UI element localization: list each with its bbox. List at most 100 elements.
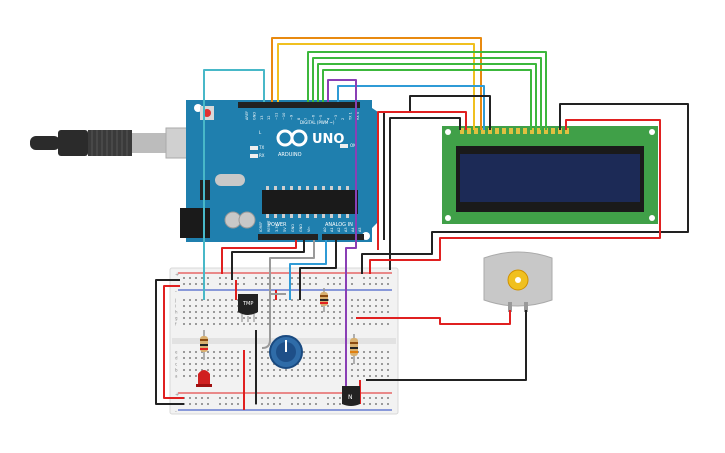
breadboard-hole[interactable] — [231, 403, 233, 405]
breadboard-hole[interactable] — [333, 283, 335, 285]
breadboard-hole[interactable] — [207, 397, 209, 399]
breadboard-hole[interactable] — [303, 311, 305, 313]
breadboard-hole[interactable] — [363, 351, 365, 353]
breadboard-hole[interactable] — [213, 375, 215, 377]
breadboard-hole[interactable] — [297, 323, 299, 325]
breadboard-hole[interactable] — [315, 375, 317, 377]
breadboard-hole[interactable] — [225, 317, 227, 319]
breadboard-hole[interactable] — [189, 311, 191, 313]
breadboard-hole[interactable] — [309, 351, 311, 353]
breadboard-hole[interactable] — [327, 277, 329, 279]
breadboard-hole[interactable] — [273, 397, 275, 399]
breadboard-hole[interactable] — [225, 357, 227, 359]
wire-green-4[interactable] — [322, 69, 532, 130]
breadboard-hole[interactable] — [267, 369, 269, 371]
breadboard-hole[interactable] — [303, 351, 305, 353]
breadboard-hole[interactable] — [321, 375, 323, 377]
breadboard-hole[interactable] — [387, 357, 389, 359]
breadboard-hole[interactable] — [225, 299, 227, 301]
breadboard-hole[interactable] — [357, 299, 359, 301]
breadboard-hole[interactable] — [219, 351, 221, 353]
lcd-display[interactable] — [442, 126, 658, 224]
breadboard-hole[interactable] — [201, 369, 203, 371]
breadboard-hole[interactable] — [207, 277, 209, 279]
breadboard-hole[interactable] — [333, 351, 335, 353]
breadboard-hole[interactable] — [207, 403, 209, 405]
breadboard-hole[interactable] — [207, 363, 209, 365]
breadboard-hole[interactable] — [309, 403, 311, 405]
wire-gray[interactable] — [261, 240, 315, 349]
breadboard-hole[interactable] — [369, 283, 371, 285]
breadboard-hole[interactable] — [219, 403, 221, 405]
breadboard-hole[interactable] — [321, 351, 323, 353]
breadboard-hole[interactable] — [333, 397, 335, 399]
breadboard-hole[interactable] — [315, 299, 317, 301]
breadboard-hole[interactable] — [339, 357, 341, 359]
breadboard-hole[interactable] — [279, 323, 281, 325]
breadboard-hole[interactable] — [369, 305, 371, 307]
breadboard-hole[interactable] — [255, 277, 257, 279]
breadboard-hole[interactable] — [213, 323, 215, 325]
breadboard-hole[interactable] — [219, 323, 221, 325]
breadboard-hole[interactable] — [357, 363, 359, 365]
breadboard-hole[interactable] — [213, 369, 215, 371]
breadboard-hole[interactable] — [267, 351, 269, 353]
wire-black-lcd-2[interactable] — [389, 117, 461, 270]
breadboard-hole[interactable] — [369, 299, 371, 301]
breadboard-hole[interactable] — [315, 283, 317, 285]
lcd-pin[interactable] — [523, 128, 527, 134]
breadboard-hole[interactable] — [195, 351, 197, 353]
breadboard-hole[interactable] — [261, 363, 263, 365]
breadboard-hole[interactable] — [219, 277, 221, 279]
breadboard-hole[interactable] — [207, 299, 209, 301]
wire-green-3[interactable] — [317, 63, 537, 130]
breadboard-hole[interactable] — [291, 397, 293, 399]
npn-transistor[interactable]: N — [342, 386, 360, 406]
breadboard-hole[interactable] — [231, 363, 233, 365]
breadboard-hole[interactable] — [261, 403, 263, 405]
breadboard-hole[interactable] — [207, 369, 209, 371]
breadboard-hole[interactable] — [309, 311, 311, 313]
breadboard-hole[interactable] — [195, 363, 197, 365]
breadboard-hole[interactable] — [387, 363, 389, 365]
breadboard-hole[interactable] — [363, 311, 365, 313]
breadboard-hole[interactable] — [357, 375, 359, 377]
breadboard-hole[interactable] — [303, 299, 305, 301]
breadboard-hole[interactable] — [333, 277, 335, 279]
lcd-pin[interactable] — [481, 128, 485, 134]
breadboard-hole[interactable] — [195, 403, 197, 405]
breadboard-hole[interactable] — [369, 363, 371, 365]
breadboard-hole[interactable] — [189, 323, 191, 325]
breadboard-hole[interactable] — [189, 305, 191, 307]
breadboard-hole[interactable] — [261, 299, 263, 301]
breadboard-hole[interactable] — [261, 283, 263, 285]
breadboard-hole[interactable] — [375, 363, 377, 365]
lcd-pin[interactable] — [530, 128, 534, 134]
breadboard-hole[interactable] — [261, 351, 263, 353]
potentiometer[interactable] — [269, 335, 303, 369]
breadboard-hole[interactable] — [363, 363, 365, 365]
breadboard-hole[interactable] — [327, 317, 329, 319]
breadboard-hole[interactable] — [375, 305, 377, 307]
breadboard-hole[interactable] — [225, 369, 227, 371]
breadboard-hole[interactable] — [363, 305, 365, 307]
lcd-pin[interactable] — [460, 128, 464, 134]
breadboard-hole[interactable] — [351, 277, 353, 279]
led-red[interactable] — [196, 370, 212, 387]
breadboard-hole[interactable] — [273, 283, 275, 285]
breadboard-hole[interactable] — [327, 305, 329, 307]
breadboard-hole[interactable] — [297, 283, 299, 285]
wire-green-1[interactable] — [307, 51, 547, 130]
breadboard-hole[interactable] — [381, 277, 383, 279]
breadboard-hole[interactable] — [309, 283, 311, 285]
breadboard-hole[interactable] — [375, 375, 377, 377]
breadboard-hole[interactable] — [309, 397, 311, 399]
breadboard-hole[interactable] — [315, 351, 317, 353]
breadboard-hole[interactable] — [369, 403, 371, 405]
breadboard-hole[interactable] — [327, 351, 329, 353]
breadboard-hole[interactable] — [219, 317, 221, 319]
breadboard-hole[interactable] — [285, 317, 287, 319]
breadboard-hole[interactable] — [375, 369, 377, 371]
breadboard-hole[interactable] — [381, 283, 383, 285]
breadboard-hole[interactable] — [237, 323, 239, 325]
